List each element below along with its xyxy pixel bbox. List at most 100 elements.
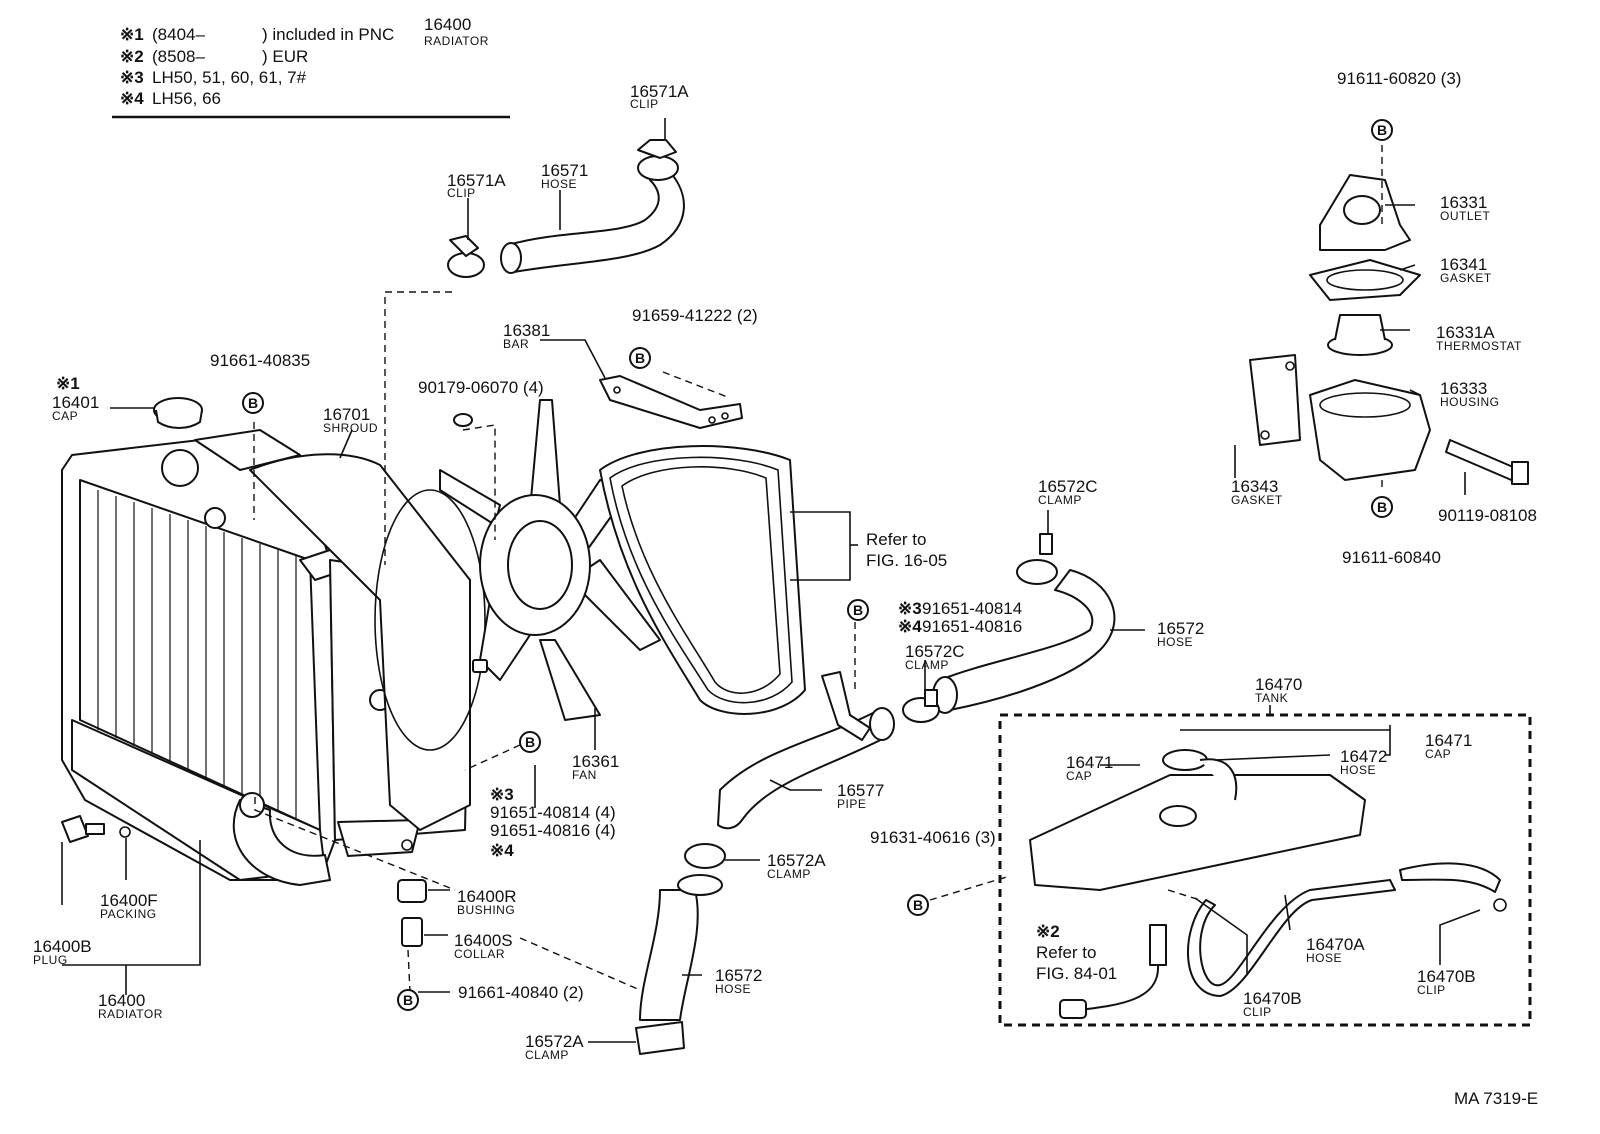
label-refer-84-01-line2: FIG. 84-01 [1036, 964, 1117, 983]
label-packing-name: PACKING [100, 907, 157, 921]
label-cap-right-num: 16471 [1425, 731, 1472, 750]
label-clamp-a-bot-name: CLAMP [525, 1048, 569, 1062]
svg-text:B: B [248, 395, 258, 411]
label-refer-16-05-line2: FIG. 16-05 [866, 551, 947, 570]
label-refer-16-05-line1: Refer to [866, 530, 926, 549]
label-gasket-16343-num: 16343 [1231, 477, 1278, 496]
label-thermostat-name: THERMOSTAT [1436, 339, 1522, 353]
label-pipe-num: 16577 [837, 781, 884, 800]
shroud-drawing [194, 429, 486, 831]
note-3-text: LH50, 51, 60, 61, 7# [152, 68, 307, 87]
label-fan-bolt-mark4: ※4 [490, 841, 514, 860]
label-clamp-a-mid-name: CLAMP [767, 867, 811, 881]
label-bolt-91631: 91631-40616 (3) [870, 828, 996, 847]
tank-drawing [998, 713, 1532, 1027]
label-bolt-91661-40840: 91661-40840 (2) [458, 983, 584, 1002]
label-bolt-bar: 91659-41222 (2) [632, 306, 758, 325]
fan-drawing [439, 399, 661, 721]
label-bolt-90119: 90119-08108 [1438, 506, 1537, 525]
label-clip-16470b-right-num: 16470B [1417, 967, 1476, 986]
label-plug-num: 16400B [33, 937, 92, 956]
label-clamp-c-mid-num: 16572C [905, 642, 965, 661]
note-2-eur: ) EUR [262, 47, 308, 66]
radiator-core-fins [97, 490, 297, 818]
b-marker-housing: B [1371, 496, 1393, 518]
svg-text:B: B [853, 602, 863, 618]
label-collar-name: COLLAR [454, 947, 505, 961]
notes-block: ※1 (8404– ) included in PNC 16400 RADIAT… [112, 15, 510, 119]
label-clip-top-num: 16571A [630, 82, 689, 101]
label-fan-num: 16361 [572, 752, 619, 771]
label-clamp-a-bot-num: 16572A [525, 1032, 584, 1051]
note-2-text: (8508– [152, 47, 205, 66]
label-cap-tank-num: 16471 [1066, 753, 1113, 772]
leader-lines [61, 118, 1481, 1043]
b-markers: B B B B B B B B [242, 119, 1393, 1011]
hose-16572-right [902, 533, 1116, 723]
label-shroud-name: SHROUD [323, 421, 378, 435]
label-bolt-91661-40835: 91661-40835 [210, 351, 310, 370]
label-fan-name: FAN [572, 768, 597, 782]
label-pipe-name: PIPE [837, 797, 866, 811]
note-4-mark: ※4 [120, 89, 144, 108]
b-marker-collar: B [397, 989, 419, 1011]
label-clamp-c-top-name: CLAMP [1038, 493, 1082, 507]
label-bar-num: 16381 [503, 321, 550, 340]
drive-belt [599, 445, 806, 715]
note-2-mark: ※2 [120, 47, 144, 66]
svg-text:B: B [913, 897, 923, 913]
label-shroud-num: 16701 [323, 405, 370, 424]
b-marker-tank: B [907, 894, 929, 916]
b-marker-fan-bolt: B [242, 392, 264, 414]
label-gasket-16341-num: 16341 [1440, 255, 1487, 274]
label-bar-name: BAR [503, 337, 529, 351]
note-1-pnc: 16400 [424, 15, 471, 34]
label-bushing-name: BUSHING [457, 903, 515, 917]
label-cap-tank-name: CAP [1066, 769, 1092, 783]
svg-text:B: B [635, 350, 645, 366]
label-fan-bolt-mark3: ※3 [490, 785, 514, 804]
label-bolt-60840: 91611-60840 [1342, 548, 1441, 567]
label-plug-name: PLUG [33, 953, 68, 967]
label-bolt-60820: 91611-60820 (3) [1337, 69, 1461, 88]
figure-id: MA 7319-E [1454, 1089, 1538, 1108]
label-clip-16470b-mid-name: CLIP [1243, 1005, 1272, 1019]
b-marker-bar: B [629, 347, 651, 369]
label-bushing-num: 16400R [457, 887, 517, 906]
label-clamp-c-mid-name: CLAMP [905, 658, 949, 672]
radiator-cap [153, 397, 203, 429]
b-marker-pipe: B [847, 599, 869, 621]
svg-text:B: B [403, 992, 413, 1008]
label-hose-16470a-num: 16470A [1306, 935, 1365, 954]
upper-hose [447, 139, 685, 278]
thermostat-stack [1249, 174, 1529, 485]
label-hose-upper-name: HOSE [541, 177, 577, 191]
label-hose-right-num: 16572 [1157, 619, 1204, 638]
note-4-text: LH56, 66 [152, 89, 221, 108]
label-bolt3-num: 91651-40814 [922, 599, 1022, 618]
label-collar-num: 16400S [454, 931, 513, 950]
label-tank-num: 16470 [1255, 675, 1302, 694]
label-hose-16470a-name: HOSE [1306, 951, 1342, 965]
svg-text:B: B [1377, 122, 1387, 138]
label-bolt-90179: 90179-06070 (4) [418, 378, 544, 397]
label-thermostat-num: 16331A [1436, 323, 1495, 342]
label-gasket-16343-name: GASKET [1231, 493, 1283, 507]
label-housing-num: 16333 [1440, 379, 1487, 398]
pipe-16577 [717, 671, 895, 830]
label-gasket-16341-name: GASKET [1440, 271, 1492, 285]
label-bolt4-num: 91651-40816 [922, 617, 1022, 636]
label-clip-top-name: CLIP [630, 97, 659, 111]
label-outlet-num: 16331 [1440, 193, 1487, 212]
label-hose-16472-name: HOSE [1340, 763, 1376, 777]
lower-hose [635, 843, 726, 1055]
label-bolt3-mark: ※3 [898, 599, 922, 618]
bar-drawing [599, 375, 743, 429]
b-marker-fan-bolts: B [519, 731, 541, 753]
dashed-lines [253, 145, 1383, 993]
svg-text:B: B [525, 734, 535, 750]
b-marker-outlet: B [1371, 119, 1393, 141]
small-parts [61, 413, 473, 947]
